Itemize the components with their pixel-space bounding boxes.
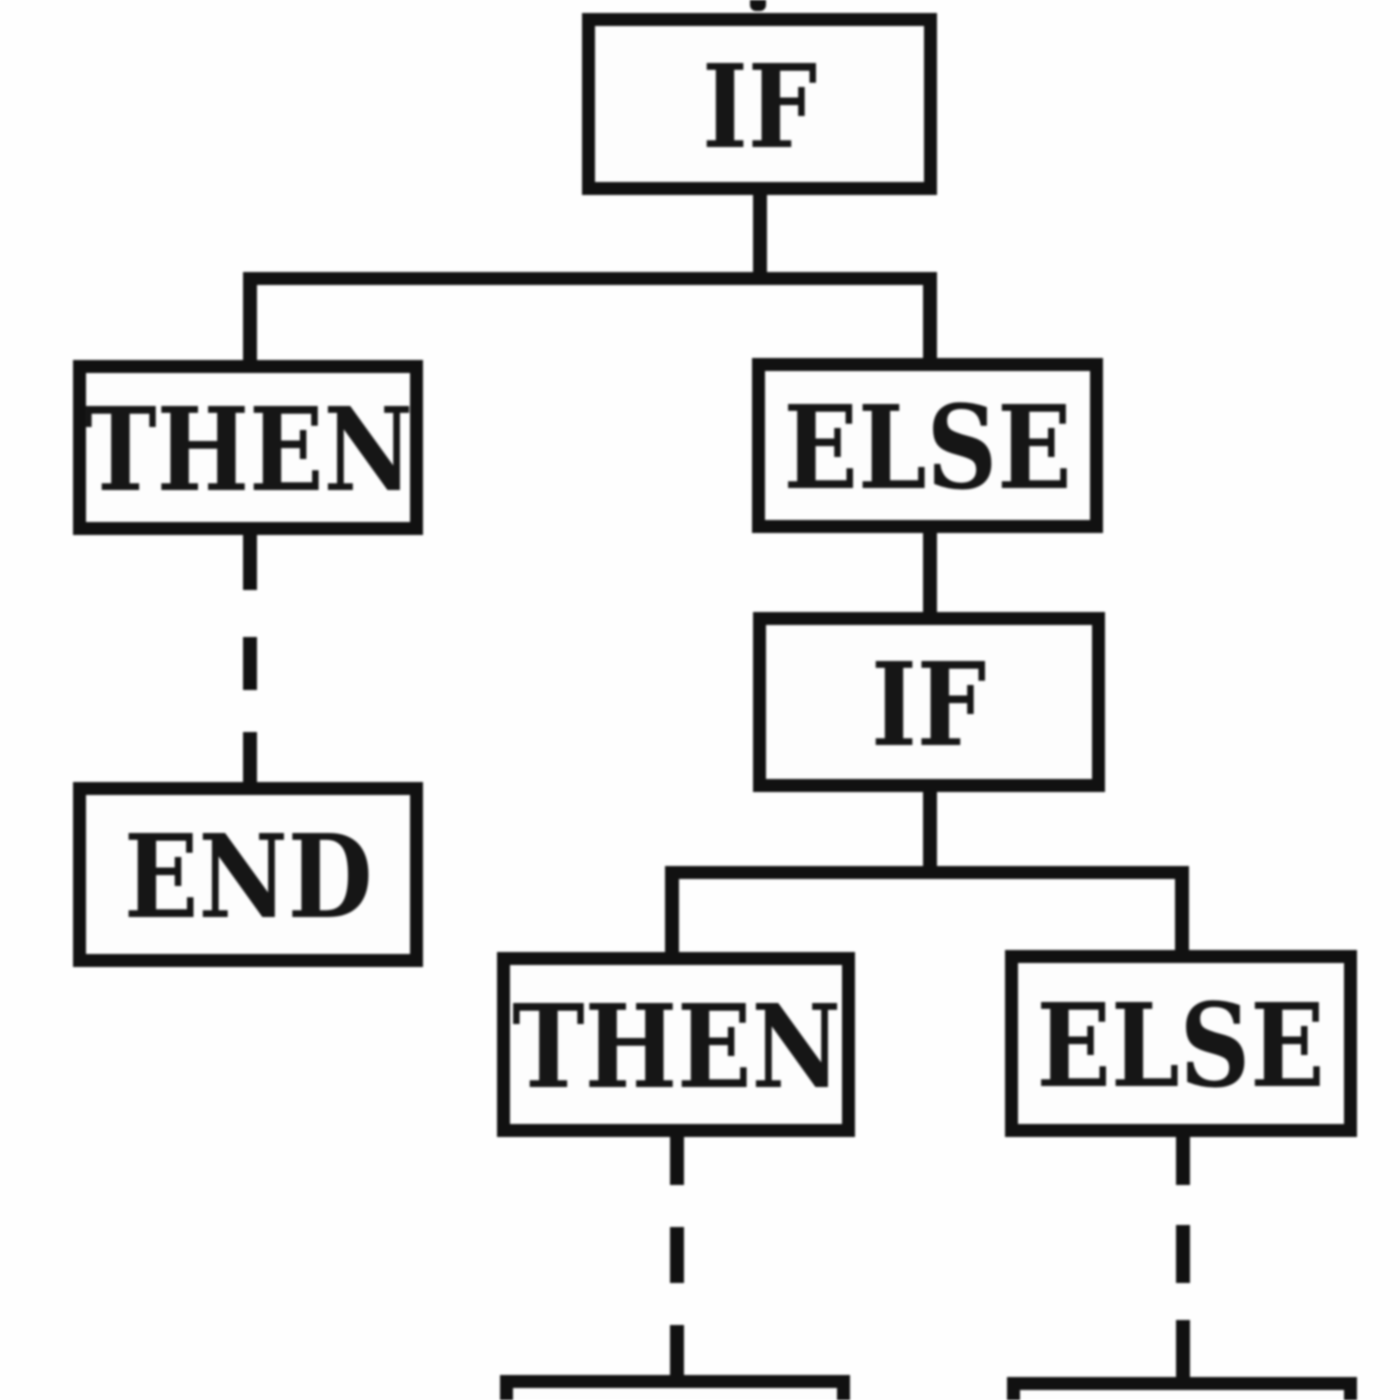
incoming-connector-stub bbox=[750, 0, 766, 11]
edge-then2-dash-1 bbox=[670, 1137, 684, 1185]
node-else-2-label: ELSE bbox=[1036, 979, 1326, 1114]
node-end-1: END bbox=[73, 782, 423, 967]
edge-then1-end-dash-1 bbox=[243, 535, 257, 590]
node-bottom-right-partial bbox=[1007, 1377, 1357, 1400]
node-if-2: IF bbox=[753, 612, 1105, 792]
branch-1-horizontal bbox=[243, 272, 937, 285]
node-bottom-left-partial bbox=[500, 1375, 850, 1400]
node-then-1: THEN bbox=[73, 360, 423, 535]
edge-branch2-to-then2 bbox=[665, 866, 679, 954]
node-else-1: ELSE bbox=[752, 358, 1103, 533]
node-else-2: ELSE bbox=[1005, 950, 1357, 1137]
edge-else2-dash-3 bbox=[1176, 1320, 1190, 1379]
edge-else1-to-if2 bbox=[923, 533, 937, 614]
node-then-2: THEN bbox=[497, 952, 855, 1137]
edge-branch1-to-then1 bbox=[243, 272, 257, 364]
edge-then2-dash-3 bbox=[670, 1325, 684, 1377]
edge-if2-down bbox=[923, 792, 937, 879]
node-else-1-label: ELSE bbox=[783, 381, 1072, 516]
node-if-1-label: IF bbox=[701, 39, 818, 175]
node-then-2-label: THEN bbox=[511, 980, 841, 1115]
edge-then1-end-dash-3 bbox=[243, 732, 257, 784]
edge-branch2-to-else2 bbox=[1175, 866, 1189, 952]
branch-2-horizontal bbox=[665, 866, 1189, 879]
edge-then2-dash-2 bbox=[670, 1227, 684, 1283]
edge-if1-down bbox=[753, 195, 767, 285]
edge-branch1-to-else1 bbox=[923, 272, 937, 362]
node-then-1-label: THEN bbox=[83, 383, 413, 518]
node-if-2-label: IF bbox=[871, 637, 987, 773]
edge-then1-end-dash-2 bbox=[243, 637, 257, 690]
node-if-1: IF bbox=[582, 13, 937, 195]
edge-else2-dash-1 bbox=[1176, 1137, 1190, 1185]
node-end-1-label: END bbox=[123, 810, 373, 945]
edge-else2-dash-2 bbox=[1176, 1225, 1190, 1283]
